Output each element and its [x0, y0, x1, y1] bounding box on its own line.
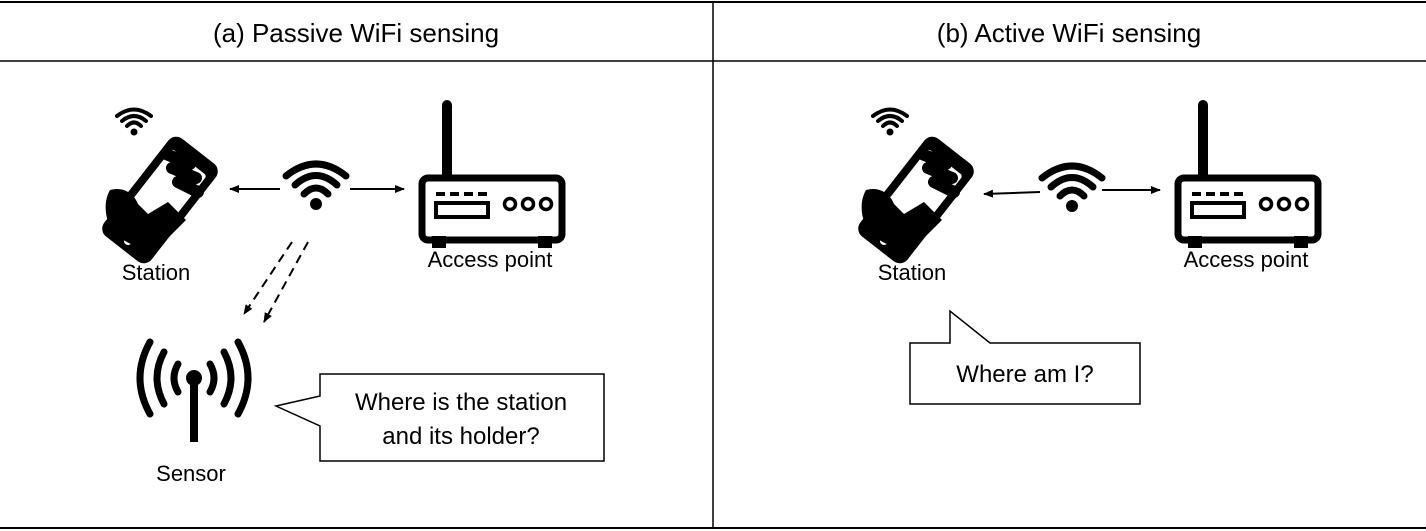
dashed-arrow-2 [263, 241, 309, 323]
arrow-to-station [983, 189, 1041, 198]
access-point-label: Access point [428, 247, 553, 272]
bubble-text-line-1: Where is the station [355, 389, 567, 416]
router-icon [1178, 100, 1318, 248]
panel-a: Station Access point Sensor Where is the… [98, 100, 605, 486]
speech-bubble-icon [909, 309, 1141, 405]
sensor-label: Sensor [156, 461, 226, 486]
panel-b-title: (b) Active WiFi sensing [937, 18, 1201, 48]
station-label: Station [122, 260, 191, 285]
dashed-arrow-1 [243, 241, 293, 315]
antenna-icon [136, 338, 252, 442]
station-label: Station [878, 260, 947, 285]
panel-b: Station Access point Where am I? [854, 100, 1318, 405]
bubble-text-line-2: and its holder? [382, 423, 539, 450]
wifi-icon [286, 164, 346, 210]
bubble-text: Where am I? [956, 361, 1093, 388]
panel-a-title: (a) Passive WiFi sensing [213, 18, 499, 48]
router-icon [422, 100, 562, 248]
phone-in-hand-icon [98, 110, 222, 268]
wifi-icon [1042, 166, 1102, 212]
speech-bubble-icon [273, 373, 605, 462]
access-point-label: Access point [1184, 247, 1309, 272]
phone-in-hand-icon [854, 110, 978, 268]
